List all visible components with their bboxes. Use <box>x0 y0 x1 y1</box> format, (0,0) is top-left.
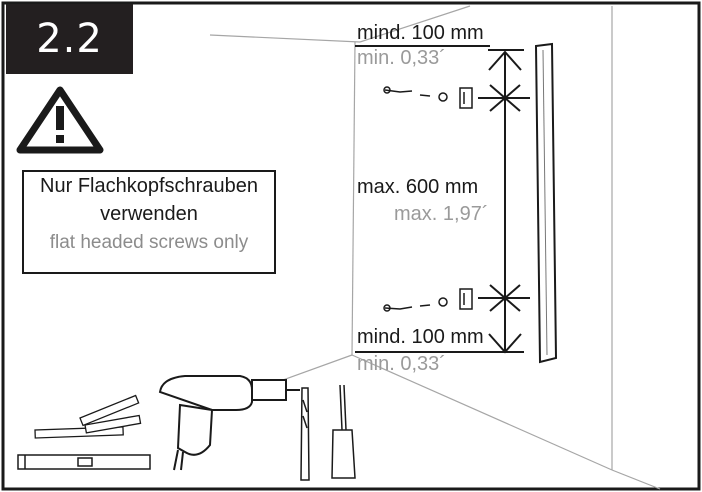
upper-hardware <box>383 86 473 109</box>
bottom-imperial-label: min. 0,33´ <box>357 353 446 375</box>
spirit-level-icon <box>17 454 151 470</box>
warning-text-english: flat headed screws only <box>49 232 249 253</box>
middle-metric-label: max. 600 mm <box>357 176 479 198</box>
bracket-icon <box>459 87 473 109</box>
rail-bar <box>534 42 558 364</box>
top-metric-label: mind. 100 mm <box>357 22 484 44</box>
bracket-icon <box>459 288 473 310</box>
warning-text-line2: verwenden <box>100 203 198 225</box>
screw-icon <box>383 86 413 94</box>
dimension-arrows <box>355 45 530 354</box>
folding-ruler-icon <box>34 394 142 439</box>
warning-text-line1: Nur Flachkopfschrauben <box>40 175 258 197</box>
warning-note: Nur Flachkopfschrauben verwenden flat he… <box>22 170 276 274</box>
drill-bit-icon <box>300 387 310 481</box>
wall-plug-icon <box>419 94 431 97</box>
drill-icon <box>158 375 300 471</box>
screwdriver-icon <box>331 384 356 479</box>
wall-plug-icon <box>419 304 431 307</box>
lower-hardware <box>383 288 473 312</box>
screw-icon <box>383 304 413 312</box>
middle-imperial-label: max. 1,97´ <box>394 203 489 225</box>
bottom-metric-label: mind. 100 mm <box>357 326 484 348</box>
step-number-badge: 2.2 <box>6 4 133 74</box>
top-imperial-label: min. 0,33´ <box>357 47 446 69</box>
warning-triangle-icon <box>16 86 104 154</box>
